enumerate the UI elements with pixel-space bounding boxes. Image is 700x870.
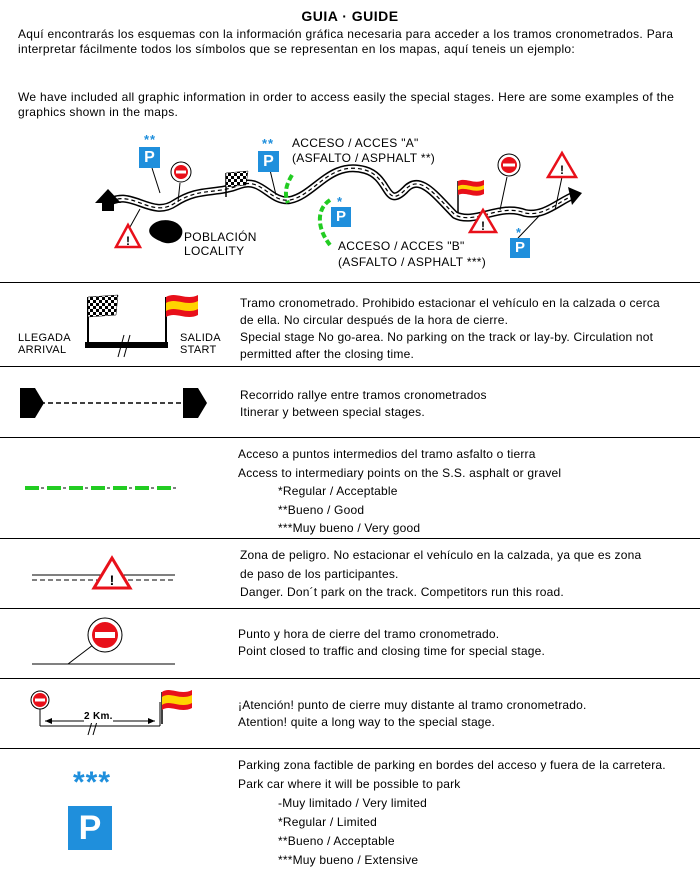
no-entry-sign-icon [170,161,192,203]
parking-stars: * [336,194,344,209]
no-entry-sign-icon [30,690,50,710]
divider [0,437,700,438]
danger-sign-icon: ! [91,555,133,590]
start-label-es: SALIDA [180,332,221,344]
divider [0,538,700,539]
divider [0,282,700,283]
rating-line: **Bueno / Good [278,502,365,517]
text-line: Access to intermediary points on the S.S… [238,465,562,480]
text-line: Special stage No go-area. No parking on … [240,330,654,344]
access-description: Acceso a puntos intermedios del tramo as… [238,445,561,538]
access-a-sub: (ASFALTO / ASPHALT **) [292,151,436,165]
parking-icon: P [68,806,112,850]
danger-symbol: ! [32,555,175,590]
text-line: Recorrido rallye entre tramos cronometra… [240,388,487,402]
danger-sign-icon: ! [113,208,143,249]
distant-closing-symbol [30,690,192,736]
finish-flag-icon [225,170,249,197]
divider [0,678,700,679]
text-line: permitted after the closing time. [240,347,415,361]
closed-point-symbol [32,617,175,665]
parking-stars: ** [143,132,157,147]
access-symbol [25,486,178,490]
parking-stars: *** [72,766,112,799]
distance-label: 2 Km. [84,711,113,723]
access-b-label: ACCESO / ACCES "B" [338,239,465,253]
access-b-sub: (ASFALTO / ASPHALT ***) [338,255,487,269]
parking-description: Parking zona factible de parking en bord… [238,756,666,870]
rating-line: *Regular / Limited [278,815,377,829]
danger-description: Zona de peligro. No estacionar el vehícu… [240,546,641,602]
locality-icon [149,220,183,244]
parking-stars: * [515,225,523,240]
locality-label-en: LOCALITY [184,244,245,258]
divider [0,366,700,367]
rating-line: ***Muy bueno / Very good [278,521,421,535]
distant-closing-description: ¡Atención! punto de cierre muy distante … [238,697,587,731]
locality-label-es: POBLACIÓN [184,230,257,244]
parking-icon: P [258,151,279,172]
itinerary-arrow-icon [183,388,207,418]
itinerary-arrow-icon [20,388,44,418]
text-line: Zona de peligro. No estacionar el vehícu… [240,548,642,562]
text-line: ¡Atención! punto de cierre muy distante … [238,698,587,712]
divider [0,748,700,749]
text-line: Park car where it will be possible to pa… [238,777,461,791]
itinerary-description: Recorrido rallye entre tramos cronometra… [240,387,487,421]
no-entry-sign-icon [87,617,123,653]
divider [0,608,700,609]
closed-point-description: Punto y hora de cierre del tramo cronome… [238,626,545,660]
rating-line: *Regular / Acceptable [278,484,398,498]
svg-text:!: ! [560,163,564,177]
itinerary-arrow-left-icon [95,189,121,211]
text-line: Atention! quite a long way to the specia… [238,715,496,729]
example-map: ! ! ! [95,150,582,249]
intro-english: We have included all graphic information… [18,90,675,119]
rating-line: **Bueno / Acceptable [278,834,395,848]
special-stage-symbol [85,294,198,358]
text-line: Tramo cronometrado. Prohibido estacionar… [240,296,660,310]
special-stage-description: Tramo cronometrado. Prohibido estacionar… [240,295,660,363]
start-label-en: START [180,344,217,356]
arrival-label-es: LLEGADA [18,332,71,344]
text-line: Parking zona factible de parking en bord… [238,758,666,772]
danger-sign-icon: ! [545,150,579,211]
parking-icon: P [331,207,351,227]
danger-sign-icon: ! [467,207,499,234]
start-flag-icon [161,690,192,724]
text-line: Punto y hora de cierre del tramo cronome… [238,627,500,641]
itinerary-symbol [20,388,207,418]
rating-line: -Muy limitado / Very limited [278,796,427,810]
start-flag-icon [457,179,484,213]
no-entry-sign-icon [497,153,521,211]
parking-stars: ** [261,136,275,151]
itinerary-arrow-right-icon [568,187,582,205]
svg-text:!: ! [126,234,130,248]
intro-spanish: Aquí encontrarás los esquemas con la inf… [18,27,674,56]
access-b-path [317,198,332,247]
text-line: de paso de los participantes. [240,566,399,581]
text-line: Point closed to traffic and closing time… [238,644,546,658]
parking-icon: P [139,147,160,168]
svg-text:!: ! [110,572,115,588]
access-a-label: ACCESO / ACCES "A" [292,136,419,150]
access-a-path [283,173,294,204]
svg-text:!: ! [481,219,485,233]
page-title: GUIA · GUIDE [301,8,399,24]
parking-icon: P [510,238,530,258]
start-flag-icon [165,295,198,343]
finish-flag-icon [87,294,119,343]
text-line: de ella. No circular después de la hora … [240,313,509,327]
text-line: Acceso a puntos intermedios del tramo as… [238,447,536,461]
arrival-label-en: ARRIVAL [18,344,67,356]
text-line: Itinerar y between special stages. [240,405,425,419]
text-line: Danger. Don´t park on the track. Competi… [240,585,564,599]
rating-line: ***Muy bueno / Extensive [278,853,419,867]
